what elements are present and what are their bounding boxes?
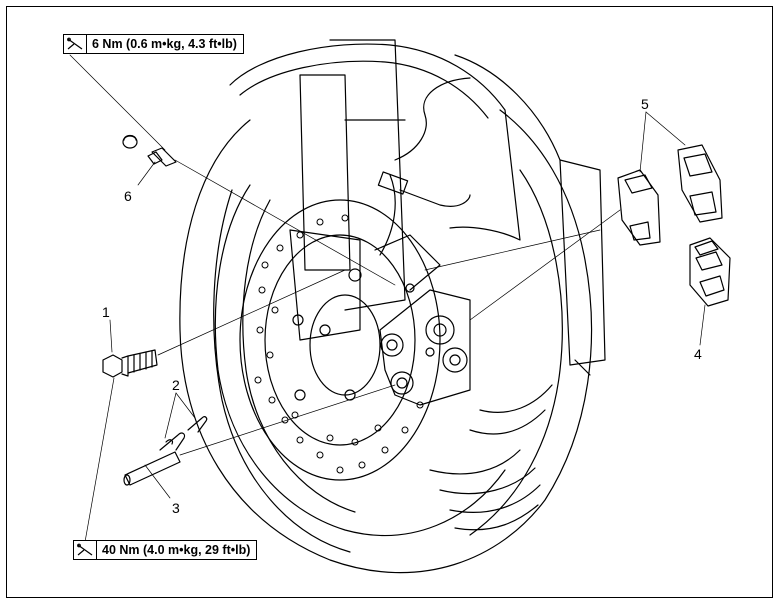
part-number-6: 6 — [124, 188, 132, 204]
tire-outline — [179, 109, 593, 574]
part-number-5: 5 — [641, 96, 649, 112]
fork-tube-left — [299, 74, 351, 271]
pad-spring-part-4 — [689, 237, 731, 307]
part-number-1: 1 — [102, 304, 110, 320]
caliper-bolt-upper — [380, 333, 404, 357]
torque-spec-label: 6 Nm (0.6 m•kg, 4.3 ft•lb) — [92, 37, 237, 51]
brake-pad-right-part-5 — [677, 144, 723, 223]
brake-disc — [239, 199, 441, 481]
brake-pad-left-part-5 — [617, 169, 661, 246]
brake-caliper — [379, 289, 471, 406]
rim-outline — [214, 184, 506, 537]
torque-wrench-icon — [74, 541, 97, 559]
brake-hose — [394, 77, 471, 161]
part-number-2: 2 — [172, 377, 180, 393]
torque-spec-bleed-screw: 6 Nm (0.6 m•kg, 4.3 ft•lb) — [63, 34, 244, 54]
bleed-screw-part-6 — [122, 134, 177, 167]
pin-clips-part-2 — [159, 416, 208, 451]
part-number-3: 3 — [172, 500, 180, 516]
disc-holes — [254, 214, 424, 474]
part-number-4: 4 — [694, 346, 702, 362]
torque-wrench-icon — [64, 35, 87, 53]
caliper-bolt-lower — [390, 371, 414, 395]
fender — [229, 43, 521, 241]
caliper-bolt-part-1 — [102, 349, 158, 378]
fork-leg — [289, 229, 361, 341]
pad-pin-part-3 — [123, 451, 181, 486]
torque-spec-caliper-bolt: 40 Nm (4.0 m•kg, 29 ft•lb) — [73, 540, 258, 560]
torque-spec-label: 40 Nm (4.0 m•kg, 29 ft•lb) — [102, 543, 251, 557]
